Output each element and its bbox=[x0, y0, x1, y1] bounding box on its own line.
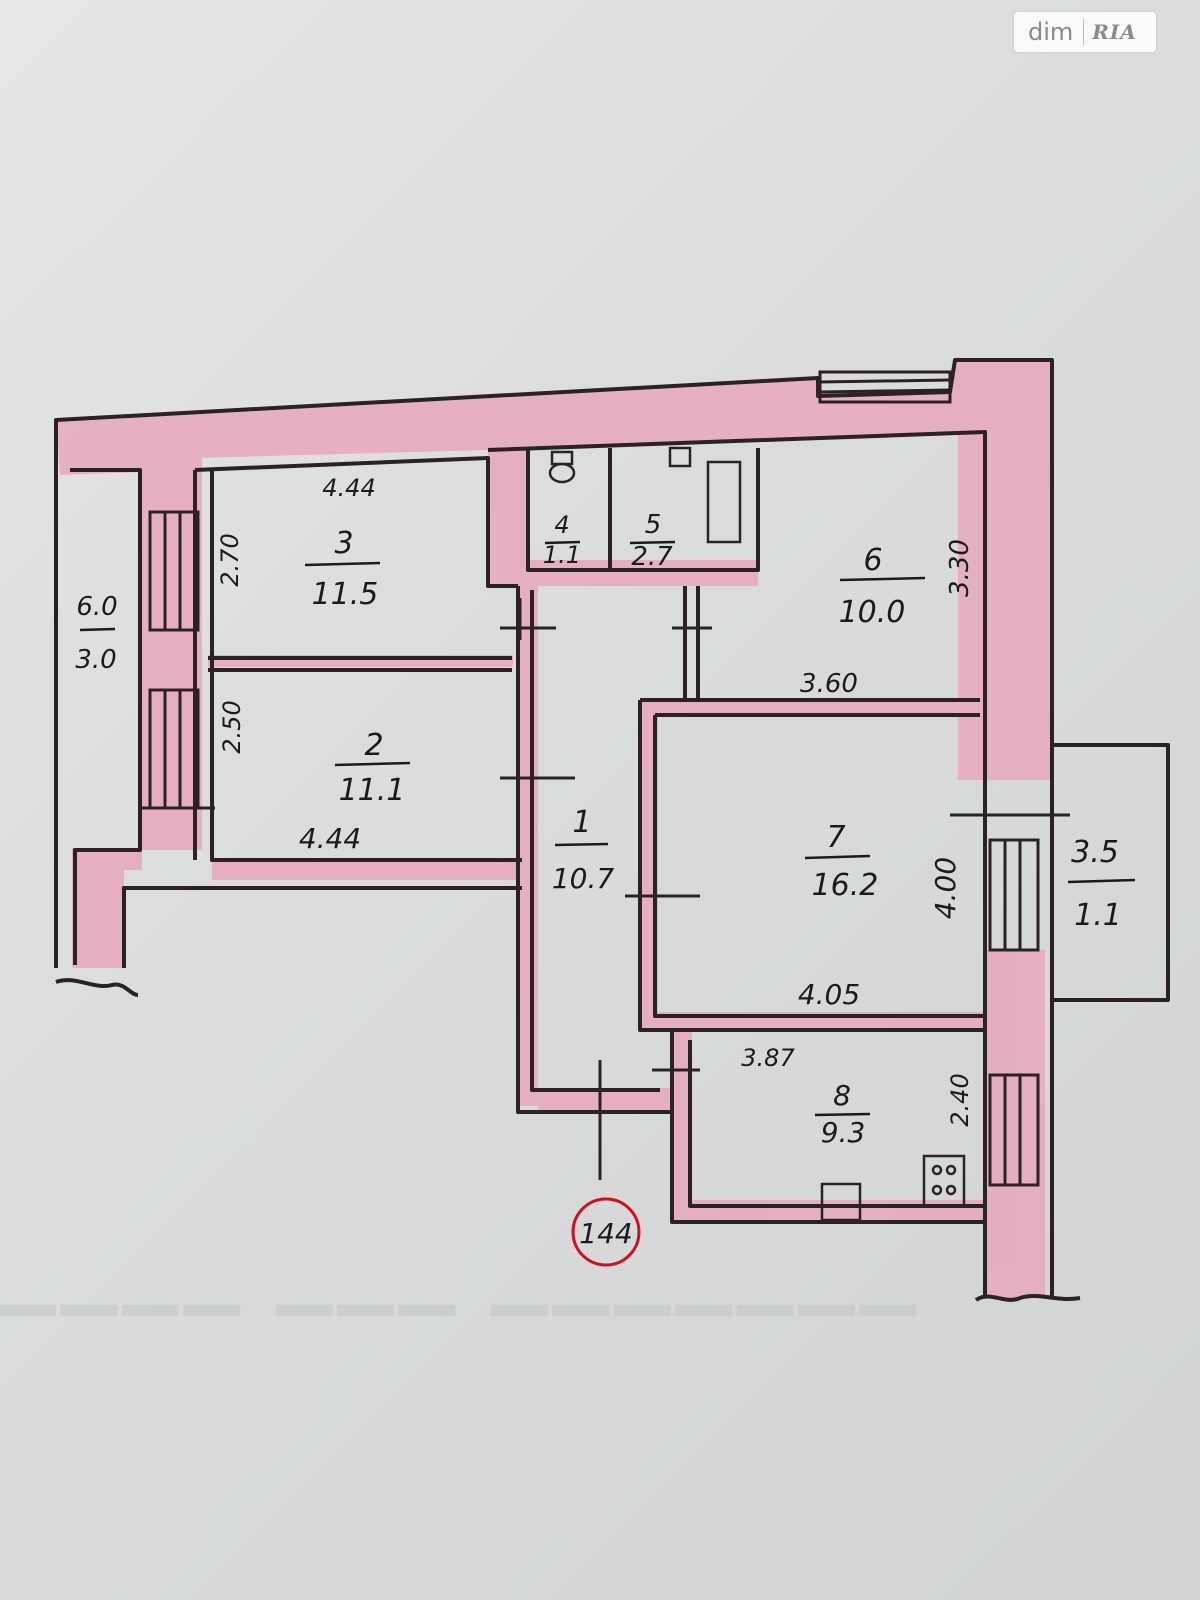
balcony-left-top: 6.0 bbox=[76, 592, 117, 622]
room-5-number: 5 bbox=[645, 510, 662, 540]
sink-icon bbox=[668, 446, 692, 468]
dim-r2-depth: 2.50 bbox=[218, 700, 246, 753]
fixtures bbox=[548, 446, 966, 1222]
dimria-watermark: dim RIA bbox=[1014, 12, 1156, 52]
room-1-number: 1 bbox=[572, 805, 591, 840]
dim-r7-depth: 4.00 bbox=[929, 857, 962, 919]
bathtub-icon bbox=[706, 460, 742, 544]
room-4-area: 1.1 bbox=[543, 541, 581, 569]
room-7-area: 16.2 bbox=[812, 868, 879, 903]
dim-r3-width: 4.44 bbox=[322, 474, 375, 502]
room-7-number: 7 bbox=[826, 820, 845, 855]
room-6-number: 6 bbox=[863, 543, 882, 578]
room-6-area: 10.0 bbox=[839, 595, 906, 630]
room-2-area: 11.1 bbox=[339, 773, 406, 808]
room-1-area: 10.7 bbox=[552, 862, 615, 895]
plan-number-stamp bbox=[571, 1197, 641, 1267]
show-through-text: ▁▁▁▁ ▁▁▁ ▁▁▁▁▁▁▁ bbox=[0, 1230, 922, 1315]
room-5-area: 2.7 bbox=[631, 542, 673, 572]
toilet-icon bbox=[548, 462, 576, 484]
dim-r8-depth: 2.40 bbox=[946, 1073, 974, 1126]
room-8-area: 9.3 bbox=[821, 1116, 866, 1149]
fraction-bars bbox=[79, 540, 1136, 1117]
room-4-number: 4 bbox=[554, 511, 569, 539]
balcony-left-bottom: 3.0 bbox=[75, 645, 116, 675]
kitchen-sink-icon bbox=[820, 1182, 862, 1222]
wall-outlines bbox=[54, 358, 1170, 1302]
room-3-number: 3 bbox=[334, 526, 353, 561]
room-2-number: 2 bbox=[364, 728, 383, 763]
windows bbox=[148, 370, 1040, 1187]
dim-r6-width: 3.60 bbox=[800, 669, 858, 699]
wall-fills bbox=[56, 360, 1052, 1298]
balcony-right-top: 3.5 bbox=[1071, 835, 1119, 870]
room-8-number: 8 bbox=[833, 1079, 851, 1112]
dim-r2-width: 4.44 bbox=[299, 822, 361, 855]
dim-r3-depth: 2.70 bbox=[216, 533, 244, 586]
dim-r7-width: 4.05 bbox=[798, 978, 860, 1011]
door-marks bbox=[140, 598, 1070, 1180]
room-3-area: 11.5 bbox=[312, 577, 379, 612]
plan-number: 144 bbox=[579, 1217, 632, 1250]
watermark-divider bbox=[1083, 19, 1085, 45]
watermark-dim: dim bbox=[1028, 18, 1074, 46]
balcony-right-bottom: 1.1 bbox=[1074, 898, 1122, 933]
dim-r6-depth: 3.30 bbox=[945, 539, 975, 597]
watermark-ria: RIA bbox=[1092, 20, 1137, 44]
stove-icon bbox=[922, 1154, 966, 1208]
dim-r8-width: 3.87 bbox=[741, 1044, 795, 1072]
